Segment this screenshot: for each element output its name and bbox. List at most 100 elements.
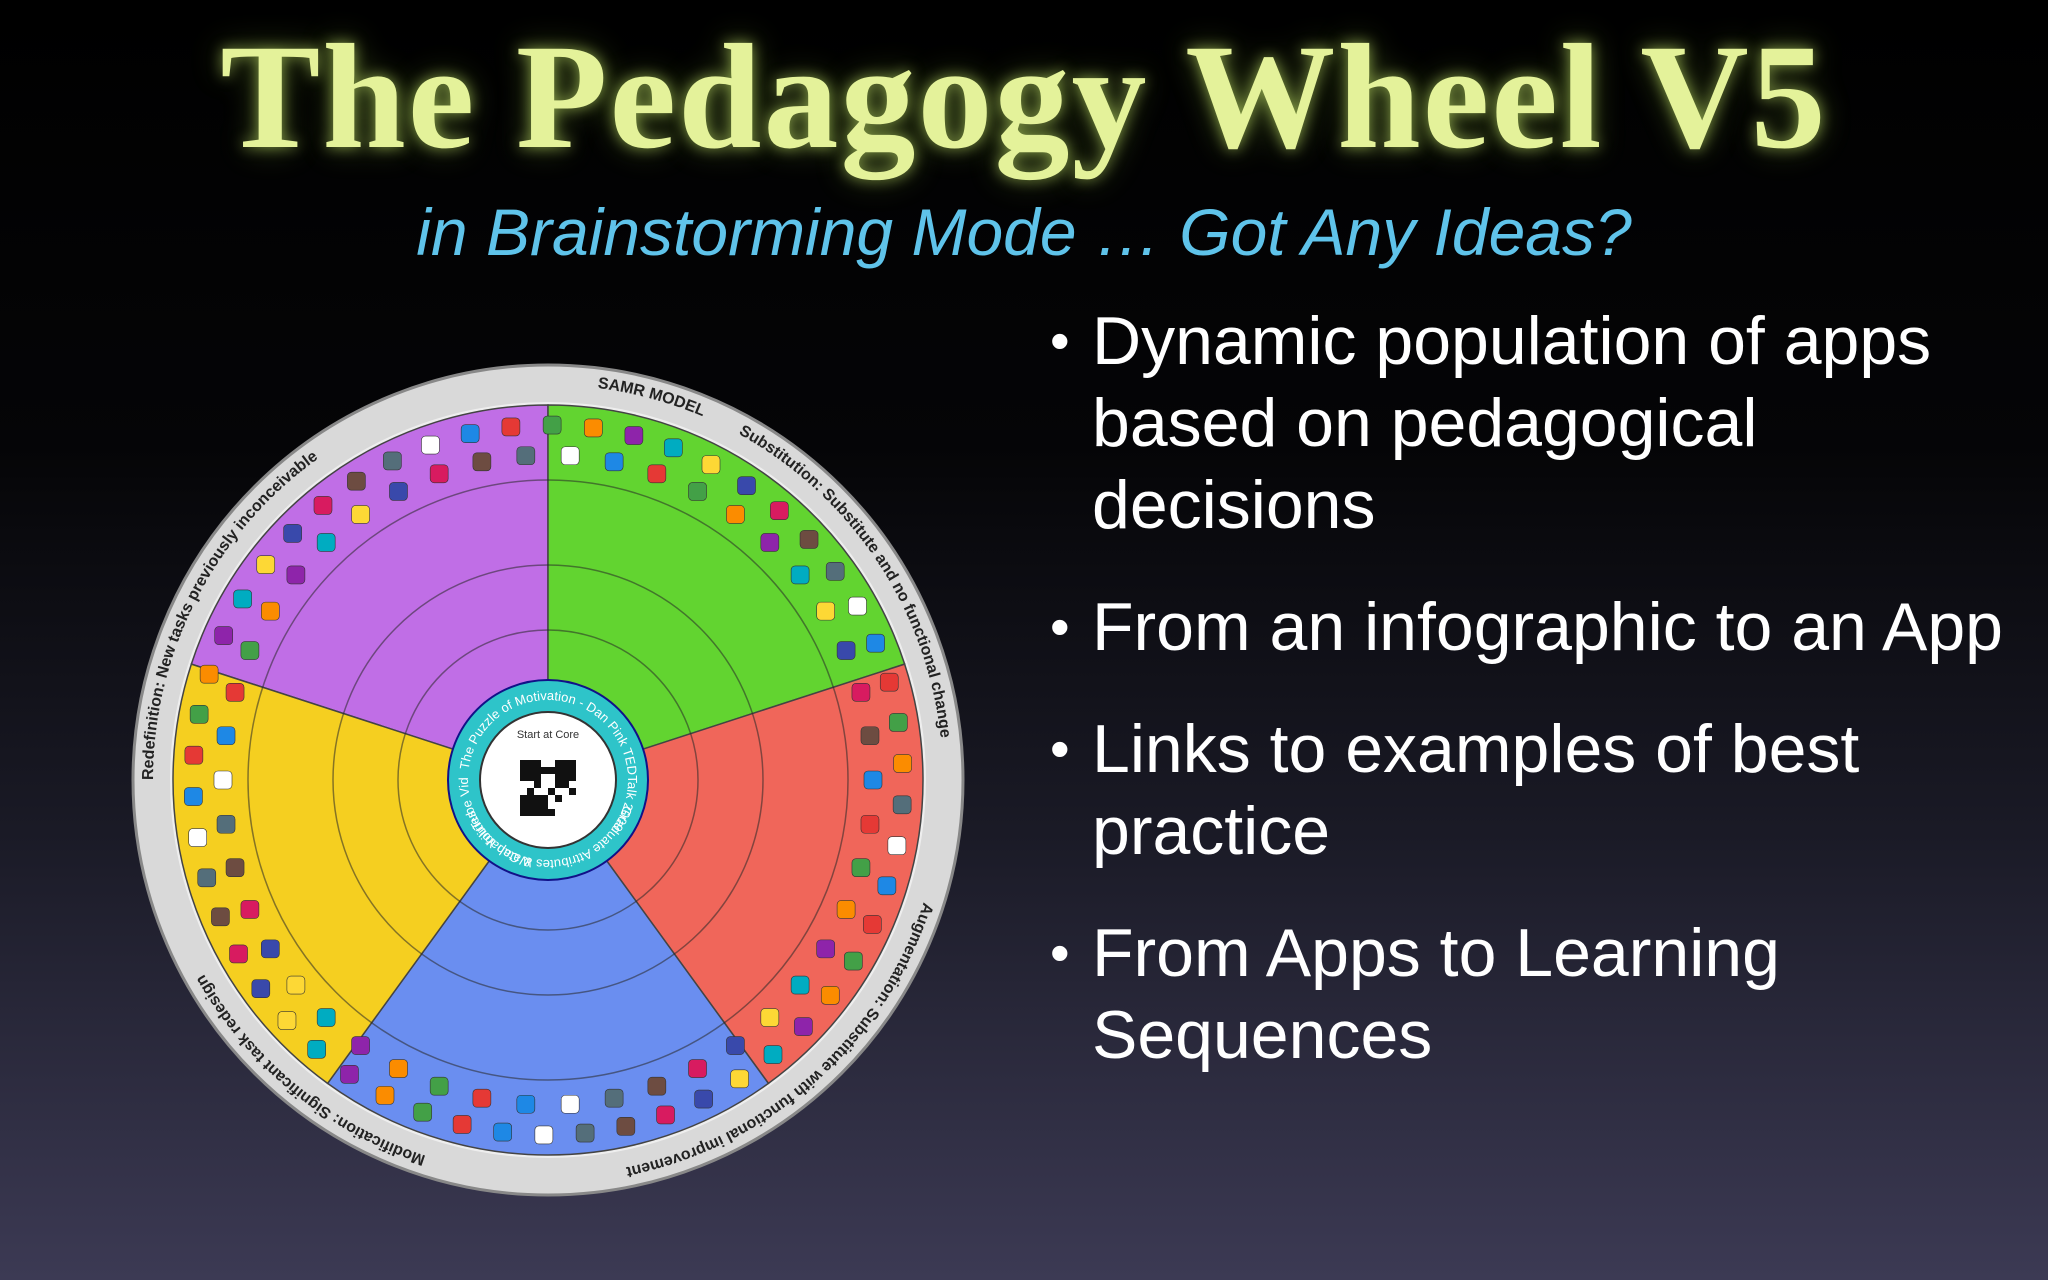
bullet-text: Links to examples of best practice [1092,711,1860,869]
app-icon [860,814,880,834]
qr-module [520,809,527,816]
app-icon [836,900,856,919]
qr-module [520,795,527,802]
bullet-item: •Links to examples of best practice [1050,711,1860,869]
bullet-item: •From Apps to Learning Sequences [1050,915,1780,1073]
qr-module [520,774,527,781]
qr-module [534,795,541,802]
app-icon [851,858,871,877]
app-icon [816,939,835,959]
core-center [479,711,617,849]
app-icon [763,1045,783,1064]
app-icon [340,1065,359,1084]
app-icon [760,533,780,552]
app-icon [493,1122,512,1142]
qr-module [562,767,569,774]
qr-module [548,788,555,795]
qr-module [527,795,534,802]
pedagogy-wheel-graphic: Redefinition: New tasks previously incon… [128,360,965,1197]
app-icon [413,1102,433,1122]
app-icon [351,505,370,524]
qr-module [527,767,534,774]
app-icon [770,501,789,521]
qr-module [555,760,562,767]
app-icon [877,876,897,896]
qr-module [534,760,541,767]
app-icon [225,858,245,877]
app-icon [694,1089,713,1109]
bullet-list: •Dynamic population of apps based on ped… [1050,300,2010,1116]
app-icon [389,1059,408,1078]
bullet-text: From an infographic to an App [1092,589,2003,665]
app-icon [240,900,260,919]
qr-module [527,802,534,809]
app-icon [575,1123,595,1143]
qr-module [562,774,569,781]
qr-module [520,802,527,809]
slide-subtitle: in Brainstorming Mode … Got Any Ideas? [416,195,1632,269]
app-icon [313,496,333,515]
qr-module [541,809,548,816]
app-icon [737,476,756,495]
app-icon [887,836,907,856]
app-icon [879,672,899,692]
app-icon [429,1076,449,1096]
qr-module [527,809,534,816]
app-icon [560,1094,580,1114]
app-icon [199,664,219,684]
app-icon [214,626,233,645]
qr-module [534,781,541,788]
app-icon [429,464,449,484]
qr-module [569,774,576,781]
slide-title: The Pedagogy Wheel V5 [220,14,1828,180]
app-icon [726,1036,745,1055]
qr-module [534,767,541,774]
app-icon [892,795,912,815]
app-icon [256,555,276,575]
app-icon [188,828,207,847]
app-icon [688,482,707,501]
bullet-item: •Dynamic population of apps based on ped… [1050,303,1932,543]
app-icon [501,417,521,437]
app-icon [421,435,440,455]
app-icon [688,1059,707,1078]
app-icon [730,1069,749,1089]
app-icon [233,589,252,609]
qr-module [562,781,569,788]
app-icon [240,641,260,660]
app-icon [383,451,402,471]
qr-module [534,774,541,781]
qr-module [527,760,534,767]
app-icon [316,533,336,552]
app-icon [277,1011,297,1030]
app-icon [472,1088,492,1108]
app-icon [229,944,248,964]
app-icon [184,745,204,765]
core-center-label: Start at Core [517,729,579,741]
qr-module [555,774,562,781]
pedagogy-wheel-image: Redefinition: New tasks previously incon… [128,360,968,1200]
app-icon [701,455,721,474]
app-icon [216,814,236,834]
qr-module [555,767,562,774]
app-icon [848,596,867,616]
app-icon [472,452,492,472]
app-icon [347,471,366,491]
app-icon [261,939,280,959]
app-icon [216,726,236,746]
wheel-segment-analyse [326,778,770,1156]
app-icon [624,426,644,445]
app-icon [794,1017,813,1036]
app-icon [184,787,203,806]
app-icon [726,505,745,524]
app-icon [790,975,810,995]
app-icon [316,1008,336,1027]
qr-module [541,767,548,774]
app-icon [816,601,835,621]
app-icon [790,565,810,585]
app-icon [647,464,667,484]
wheel-ring-divider [397,629,699,931]
qr-module [569,788,576,795]
qr-module [527,774,534,781]
qr-module [527,788,534,795]
